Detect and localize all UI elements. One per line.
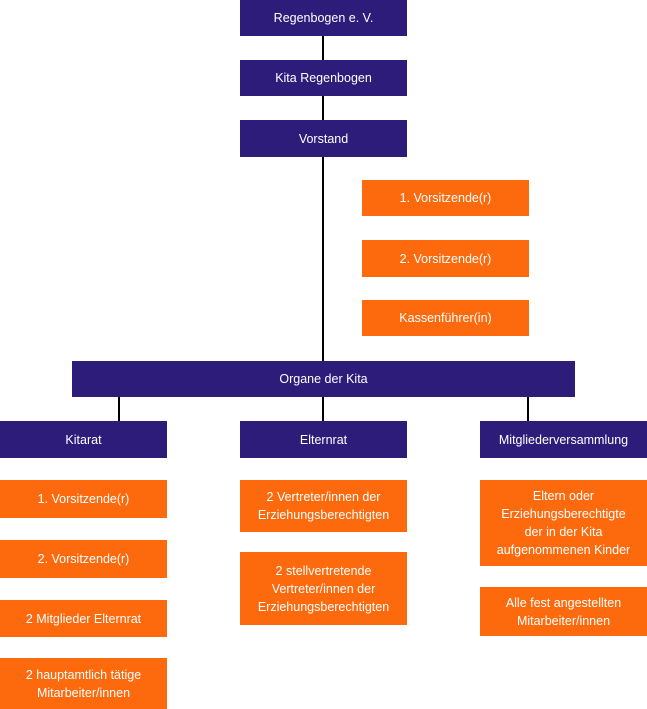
node-mitgliederversammlung: Mitgliederversammlung	[480, 421, 647, 458]
elternrat-member: 2 Vertreter/innen der Erziehungsberechti…	[240, 480, 407, 532]
node-regenbogen-ev: Regenbogen e. V.	[240, 0, 407, 36]
connector-organe-kitarat	[118, 397, 120, 421]
node-kita-regenbogen: Kita Regenbogen	[240, 60, 407, 96]
node-elternrat: Elternrat	[240, 421, 407, 458]
kitarat-member: 2 Mitglieder Elternrat	[0, 600, 167, 637]
elternrat-member: 2 stellvertretende Vertreter/innen der E…	[240, 552, 407, 625]
kitarat-member: 1. Vorsitzende(r)	[0, 480, 167, 518]
node-kitarat: Kitarat	[0, 421, 167, 458]
kitarat-member: 2. Vorsitzende(r)	[0, 540, 167, 578]
connector-organe-elternrat	[322, 397, 324, 421]
connector-vorstand-organe	[322, 157, 324, 361]
connector-verein-kita	[322, 36, 324, 60]
mitglieder-member: Eltern oder Erziehungsberechtigte der in…	[480, 480, 647, 566]
vorstand-member: 2. Vorsitzende(r)	[362, 240, 529, 277]
mitglieder-member: Alle fest angestellten Mitarbeiter/innen	[480, 587, 647, 636]
connector-kita-vorstand	[322, 96, 324, 120]
vorstand-member: 1. Vorsitzende(r)	[362, 180, 529, 216]
node-organe-der-kita: Organe der Kita	[72, 361, 575, 397]
connector-organe-mitglieder	[527, 397, 529, 421]
vorstand-member: Kassenführer(in)	[362, 300, 529, 336]
kitarat-member: 2 hauptamtlich tätige Mitarbeiter/innen	[0, 658, 167, 709]
node-vorstand: Vorstand	[240, 120, 407, 157]
